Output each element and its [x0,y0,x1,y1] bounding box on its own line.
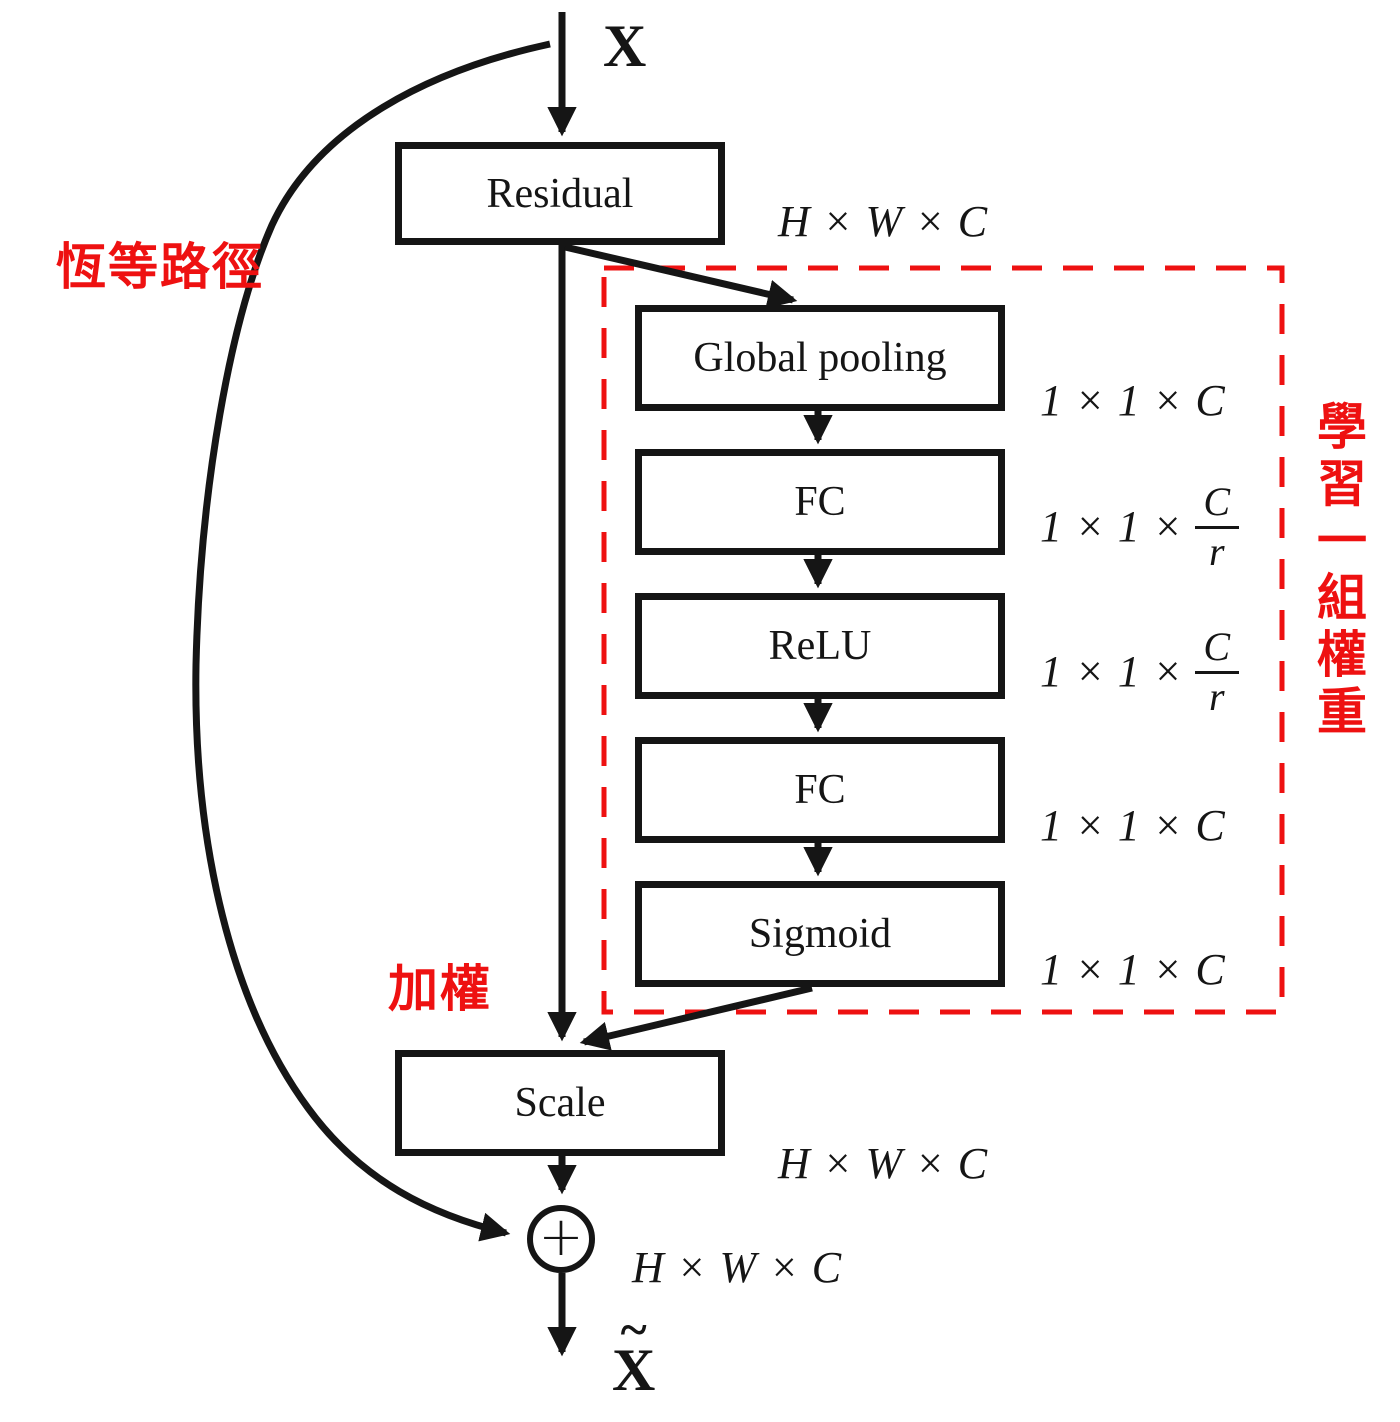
dim-residual-output: H × W × C [778,197,989,246]
output-tensor-label: ~ X [612,1304,656,1403]
scale-block: Scale [395,1050,725,1156]
fc1-label: FC [794,479,846,525]
scale-block-label: Scale [514,1080,606,1126]
dim-scale-output: H × W × C [778,1139,989,1188]
input-tensor-label: X [603,13,647,79]
dim-sigmoid-output: 1 × 1 × C [1040,945,1226,994]
relu-block: ReLU [635,593,1005,699]
dim-global-pooling-output: 1 × 1 × C [1040,376,1226,425]
elementwise-add-node: + [527,1205,595,1273]
learn-weights-annotation: 學習一組權重 [1317,399,1367,740]
dim-fc1-prefix: 1 × 1 × [1040,502,1184,551]
dim-relu-denominator: r [1208,674,1226,719]
plus-icon: + [538,1205,584,1268]
fc2-label: FC [794,767,846,813]
relu-label: ReLU [768,623,872,669]
sigmoid-to-scale-arrow [579,984,813,1051]
dim-fc1-denominator: r [1208,529,1226,574]
residual-block: Residual [395,142,725,245]
dim-relu-numerator: C [1195,627,1240,674]
fc1-block: FC [635,449,1005,555]
dim-fc2-output: 1 × 1 × C [1040,801,1226,850]
weighting-annotation: 加權 [388,961,492,1017]
dim-relu-fraction: C r [1195,627,1240,719]
global-pooling-label: Global pooling [693,335,947,381]
residual-to-pooling-arrow [564,243,798,309]
identity-path-annotation: 恆等路徑 [56,239,264,295]
identity-path-curve [192,40,551,1242]
residual-block-label: Residual [486,170,634,217]
se-module-dashed-boundary [601,265,1285,1015]
dim-fc1-fraction: C r [1195,482,1240,574]
sigmoid-label: Sigmoid [748,911,892,957]
output-tensor-letter: X [612,1337,656,1403]
global-pooling-block: Global pooling [635,305,1005,411]
dim-fc1-output: 1 × 1 × C r [1040,482,1240,574]
fc2-block: FC [635,737,1005,843]
dim-adder-output: H × W × C [632,1243,843,1292]
dim-relu-output: 1 × 1 × C r [1040,627,1240,719]
dim-fc1-numerator: C [1195,482,1240,529]
dim-relu-prefix: 1 × 1 × [1040,647,1184,696]
sigmoid-block: Sigmoid [635,881,1005,987]
